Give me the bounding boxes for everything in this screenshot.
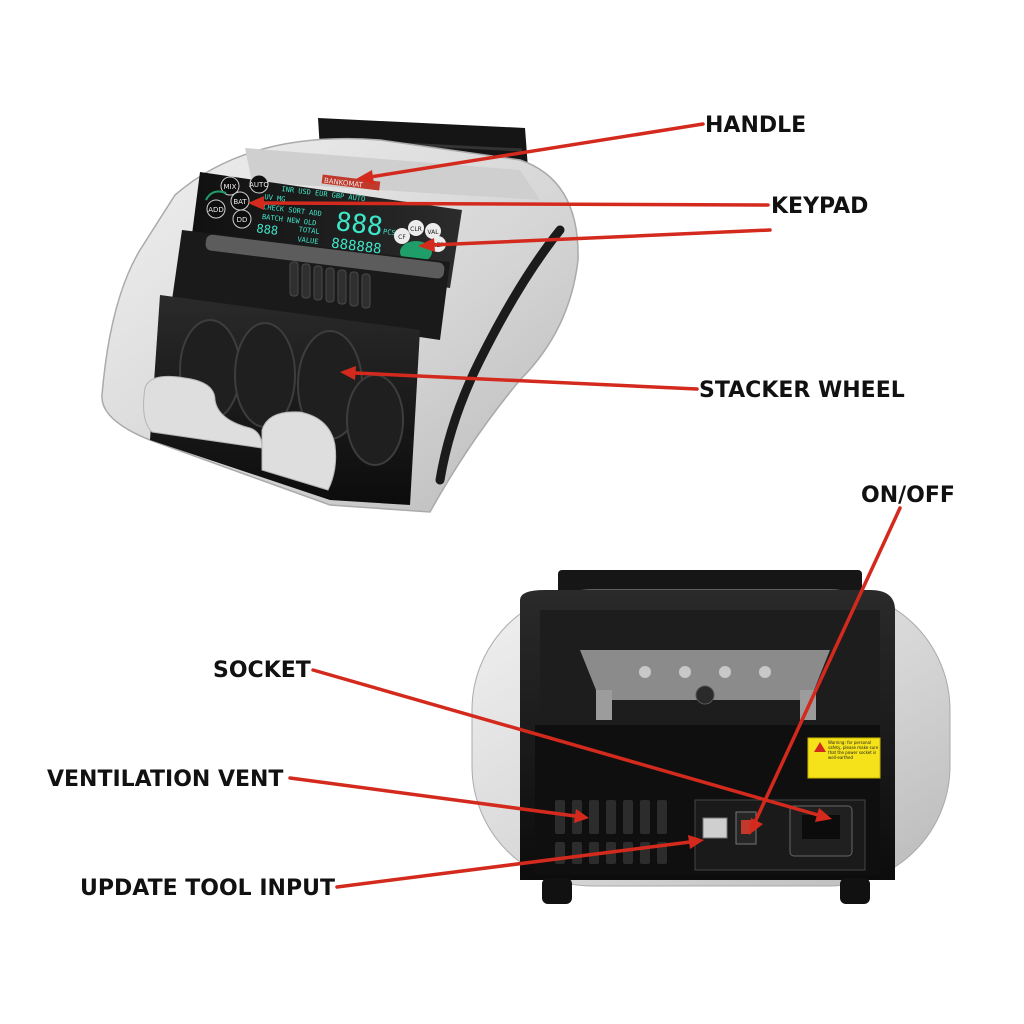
lcd-display: INR USD EUR GBP AUTO UV MG CHECK SORT AD… bbox=[256, 185, 397, 258]
key-cf-label: CF bbox=[398, 234, 406, 241]
lcd-big-digits: 888 bbox=[334, 207, 384, 243]
key-val-label: VAL bbox=[427, 229, 439, 236]
lcd-pcs: PCS bbox=[383, 228, 397, 237]
callout-arrows bbox=[248, 122, 902, 889]
key-bat-label: BAT bbox=[233, 198, 247, 206]
label-update-tool-input: UPDATE TOOL INPUT bbox=[80, 876, 335, 901]
lcd-modes-4: TOTAL bbox=[298, 226, 320, 237]
arrow-keypad-right bbox=[430, 228, 772, 247]
lcd-modes-5: VALUE bbox=[297, 235, 319, 246]
front-view-machine: MIX AUTO BAT ADD DD BANKOMAT INR USD EUR… bbox=[101, 118, 579, 513]
lcd-modes-1: UV MG bbox=[264, 193, 286, 204]
key-mix-label: MIX bbox=[224, 183, 237, 191]
warning-text: Warning: for personal safety, please mak… bbox=[828, 740, 879, 760]
label-ventilation-vent: VENTILATION VENT bbox=[47, 767, 283, 792]
lcd-small-digits: 888 bbox=[256, 221, 279, 238]
left-keypad: MIX AUTO BAT ADD DD bbox=[205, 174, 269, 229]
label-socket: SOCKET bbox=[213, 658, 311, 683]
label-stacker-wheel: STACKER WHEEL bbox=[699, 378, 905, 403]
label-handle: HANDLE bbox=[705, 113, 806, 138]
update-port-part bbox=[702, 817, 728, 839]
arrow-update-tool bbox=[335, 840, 692, 889]
key-dd-label: DD bbox=[237, 216, 248, 224]
arrow-ventilation-vent bbox=[288, 776, 577, 818]
key-add-label: ADD bbox=[208, 206, 224, 214]
key-auto-label: AUTO bbox=[249, 181, 269, 189]
label-on-off: ON/OFF bbox=[861, 483, 955, 508]
label-keypad: KEYPAD bbox=[771, 194, 868, 219]
arrow-stacker-wheel bbox=[353, 371, 699, 391]
arrow-on-off bbox=[753, 506, 902, 824]
arrow-handle bbox=[368, 122, 705, 179]
arrow-socket bbox=[311, 668, 820, 817]
arrow-keypad-left bbox=[260, 201, 770, 207]
key-clr-label: CLR bbox=[410, 226, 422, 233]
